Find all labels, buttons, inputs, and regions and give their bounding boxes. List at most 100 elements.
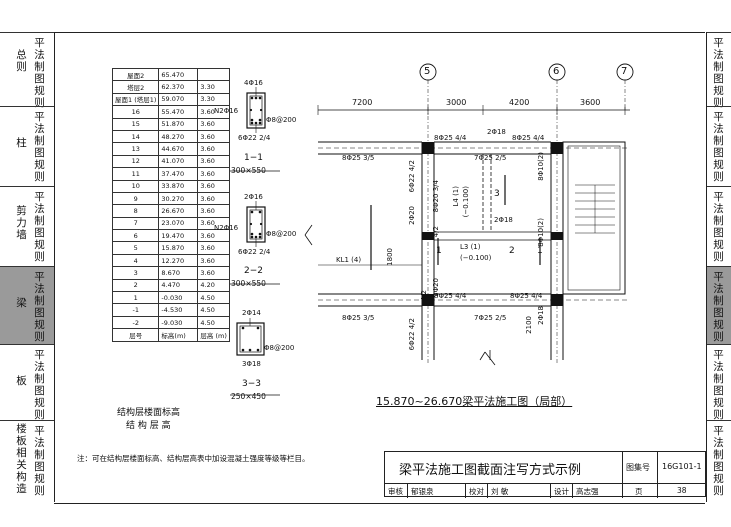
design-label: 设计 [554,487,569,496]
beam-label: 8Φ20 3/4 [432,180,440,213]
floor-table-caption-2: 结 构 层 高 [126,421,171,431]
section-3-top-label: 2Φ14 [242,309,261,317]
section-2-bottom-label: 6Φ22 2/4 [238,248,271,256]
section-3-bottom-label: 3Φ18 [242,360,261,368]
table-cell: 8 [111,204,160,218]
section-1-name: 1−1 [244,153,263,163]
left-nav-label: 楼板相关构造 [16,423,27,495]
beam-label: 8Φ25 4/4 [512,134,545,142]
table-cell: 51.870 [158,117,199,131]
table-cell: 26.670 [158,204,199,218]
left-nav-item-slab[interactable]: 板 平法制图规则 [0,344,54,421]
left-nav-item-slab-related[interactable]: 楼板相关构造 平法制图规则 [0,420,54,502]
left-nav-label: 板 [16,375,27,387]
table-cell: 5 [111,241,160,255]
beam-label: KL1 (4) [336,256,362,264]
section-mark: 2 [509,246,515,256]
footnote: 注：可在结构层楼面标高、结构层高表中加设混凝土强度等级等栏目。 [77,454,310,463]
beam-label: 6Φ22 4/2 [408,160,416,193]
reviewer-name: 郁银泉 [411,487,434,496]
right-nav-item[interactable]: 平法制图规则 [707,106,731,186]
left-nav-item-beam[interactable]: 梁 平法制图规则 [0,266,54,344]
table-cell: 3.60 [197,117,230,131]
right-nav-item[interactable]: 平法制图规则 [707,186,731,266]
beam-label: 8Φ10(2) [537,218,545,247]
section-1-top-label: 4Φ16 [244,79,263,87]
dim-7200: 7200 [352,98,373,107]
table-cell: -9.030 [158,315,199,330]
left-nav-item-shear-wall[interactable]: 剪力墙 平法制图规则 [0,186,54,266]
table-cell: 3.60 [197,142,230,156]
table-cell: 15 [111,117,160,131]
table-cell: 7 [111,216,160,231]
review-label: 审核 [388,487,403,496]
table-cell: 4.470 [158,278,199,293]
right-nav-item[interactable]: 平法制图规则 [707,344,731,421]
beam-label: 8Φ25 4/4 [434,292,467,300]
table-cell: -1 [111,303,160,317]
left-nav-label: 总则 [16,49,27,73]
table-cell: 48.270 [158,129,199,144]
table-cell: 12.270 [158,253,199,268]
dim-3000: 3000 [446,98,467,107]
beam-label: 8Φ25 4/4 [434,134,467,142]
left-category-nav: 总则 平法制图规则 柱 平法制图规则 剪力墙 平法制图规则 梁 平法制图规则 板… [0,32,55,502]
table-cell: 65.470 [158,67,199,82]
section-2-stirrup-label: Φ8@200 [266,230,297,238]
table-cell: 13 [111,142,160,156]
beam-label: L4 (1) [452,186,460,207]
table-cell: 3.60 [197,204,230,218]
beam-label: 7Φ25 2/5 [474,314,507,322]
right-nav-item[interactable]: 平法制图规则 [707,32,731,109]
table-cell: 3.60 [197,129,230,144]
section-mark: 1 [436,246,442,256]
table-cell: 12 [111,154,160,169]
section-3-size: 250×450 [231,392,266,401]
section-1-bottom-label: 6Φ22 2/4 [238,134,271,142]
plan-title: 15.870~26.670梁平法施工图（局部） [376,395,573,408]
right-nav-label: 平法制图规则 [713,111,724,183]
table-cell: 37.470 [158,167,199,181]
right-nav-label: 平法制图规则 [713,37,724,109]
section-2-name: 2−2 [244,266,263,276]
table-cell: 8.670 [158,266,199,280]
beam-label: 2Φ18 [494,216,513,224]
left-nav-sub: 平法制图规则 [34,349,45,421]
right-nav-item-active[interactable]: 平法制图规则 [707,266,731,344]
drawing-title: 梁平法施工图截面注写方式示例 [399,463,582,478]
beam-label: (−0.100) [462,186,470,218]
table-row: 层号标高(m)层高 (m) [111,328,230,342]
dimension-label: 2100 [525,316,533,334]
beam-sections [230,87,280,396]
left-nav-sub: 平法制图规则 [34,191,45,263]
right-nav-item[interactable]: 平法制图规则 [707,420,731,502]
beam-label: 8Φ10(2) [537,152,545,181]
table-cell: 3.60 [197,191,230,206]
left-nav-item-column[interactable]: 柱 平法制图规则 [0,106,54,186]
beam-label: 4/2 [432,226,440,238]
atlas-number-label: 图集号 [626,463,650,472]
table-cell: 屋面1 (塔层1) [111,92,160,107]
beam-label: 2Φ20 [408,206,416,225]
table-cell: 19.470 [158,229,199,243]
page-label: 页 [635,487,643,496]
left-nav-item-general[interactable]: 总则 平法制图规则 [0,32,54,109]
table-cell: 3.30 [197,92,230,107]
section-1-1 [246,87,266,133]
section-3-3 [236,318,265,356]
left-nav-sub: 平法制图规则 [34,37,45,109]
table-cell: 15.870 [158,241,199,255]
table-cell: 3.60 [197,154,230,169]
table-cell: 59.070 [158,92,199,107]
section-2-size: 300×550 [231,279,266,288]
section-mark: 1 [537,246,543,256]
table-cell: 16 [111,105,160,119]
